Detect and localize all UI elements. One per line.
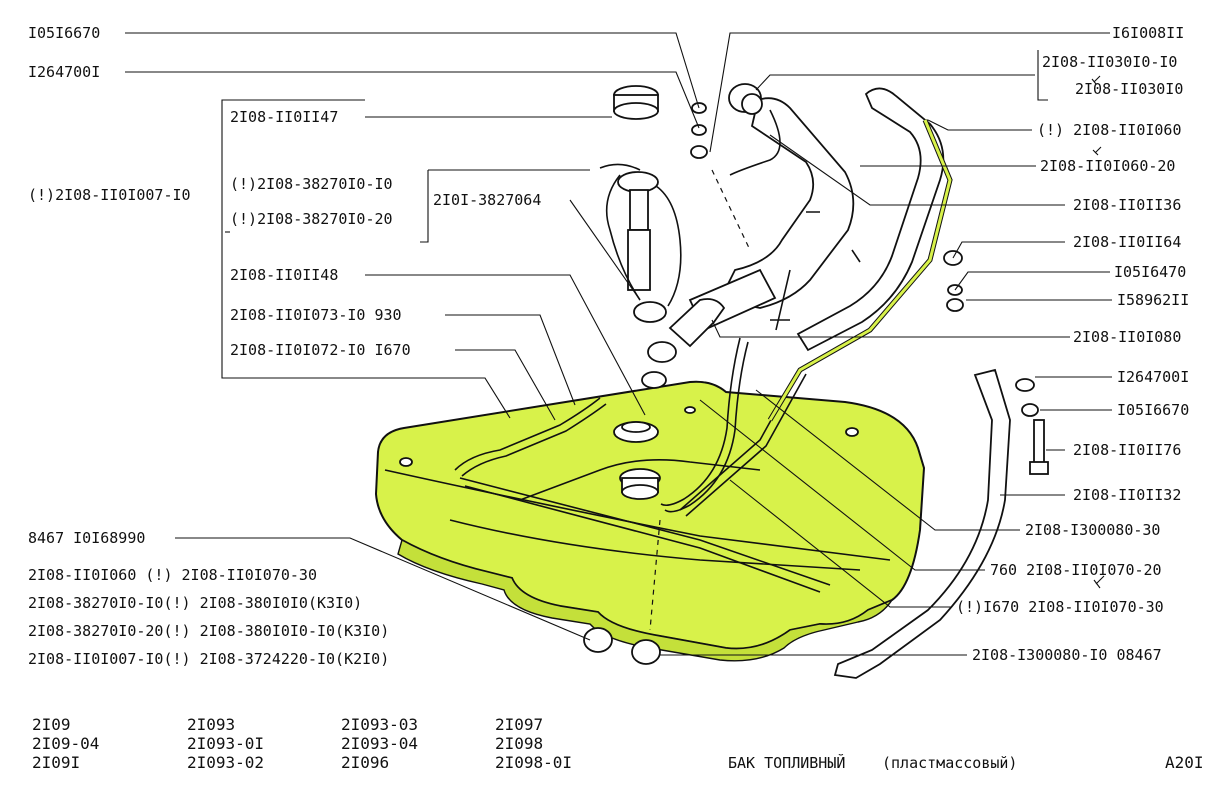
- label-2108-1101072: 2I08-II0I072-I0 I670: [230, 341, 411, 359]
- diagram-title: БАК ТОПЛИВНЫЙ: [728, 753, 845, 772]
- note-line-4: 2I08-II0I007-I0(!) 2I08-3724220-I0(К2I0): [28, 650, 389, 668]
- filler-neck-pipe: [668, 97, 861, 348]
- note-line-3: 2I08-38270I0-20(!) 2I08-380I0I0-I0(К3I0): [28, 622, 389, 640]
- model-cell: 2I093-0I: [187, 734, 264, 753]
- label-2101-3827064: 2I0I-3827064: [433, 191, 541, 209]
- label-2108-1101147: 2I08-II0II47: [230, 108, 338, 126]
- label-10516670-top: I05I6670: [28, 24, 100, 42]
- label-3827010-20: (!)2I08-38270I0-20: [230, 210, 393, 228]
- diagram-subtitle: (пластмассовый): [882, 754, 1017, 772]
- label-1670-1101070-30: (!)I670 2I08-II0I070-30: [956, 598, 1164, 616]
- assembly-line-1: [711, 169, 751, 251]
- model-cell: 2I09: [32, 715, 71, 734]
- label-1300080-10: 2I08-I300080-I0 08467: [972, 646, 1162, 664]
- model-cell: 2I093-02: [187, 753, 264, 772]
- note-line-1: 2I08-II0I060 (!) 2I08-II0I070-30: [28, 566, 317, 584]
- note-line-2: 2I08-38270I0-I0(!) 2I08-380I0I0(К3I0): [28, 594, 362, 612]
- label-760-1101070-20: 760 2I08-II0I070-20: [990, 561, 1162, 579]
- label-2108-1300080-30: 2I08-I300080-30: [1025, 521, 1160, 539]
- fuel-pump-module: [599, 163, 682, 323]
- leader-lines: [125, 32, 1112, 656]
- label-3827010-10: (!)2I08-38270I0-I0: [230, 175, 393, 193]
- part-labels: I05I6670 I264700I 2I08-II0II47 (!)2I08-I…: [28, 24, 1189, 664]
- label-2108-1103010: 2I08-II030I0: [1075, 80, 1183, 98]
- model-cell: 2I093: [187, 715, 235, 734]
- fuel-cap: [613, 85, 659, 120]
- hose-clamps: [583, 341, 677, 665]
- fuel-tank-body: [374, 380, 926, 662]
- hardware-nuts: [690, 102, 1049, 475]
- notes-block: 2I08-II0I060 (!) 2I08-II0I070-30 2I08-38…: [28, 566, 389, 668]
- label-2108-1101007-10: (!)2I08-II0I007-I0: [28, 186, 191, 204]
- label-2108-1101164: 2I08-II0II64: [1073, 233, 1181, 251]
- label-2108-1101060-20: 2I08-II0I060-20: [1040, 157, 1175, 175]
- label-10516670-right: I05I6670: [1117, 401, 1189, 419]
- vent-pipe: [767, 87, 953, 422]
- model-cell: 2I093-04: [341, 734, 418, 753]
- label-10516470: I05I6470: [1114, 263, 1186, 281]
- filler-cap: [728, 83, 781, 176]
- sheet-number: A20I: [1165, 753, 1204, 772]
- model-cell: 2I09I: [32, 753, 80, 772]
- model-cell: 2I097: [495, 715, 543, 734]
- label-2108-1101060: (!) 2I08-II0I060: [1037, 121, 1182, 139]
- model-cell: 2I09-04: [32, 734, 99, 753]
- label-2108-1101176: 2I08-II0II76: [1073, 441, 1181, 459]
- label-2108-1103010-10: 2I08-II030I0-I0: [1042, 53, 1177, 71]
- label-2108-1101080: 2I08-II0I080: [1073, 328, 1181, 346]
- tank-tubes: [454, 337, 831, 593]
- assembly-line-2: [649, 519, 661, 631]
- label-2108-1101136: 2I08-II0II36: [1073, 196, 1181, 214]
- label-2108-1101132: 2I08-II0II32: [1073, 486, 1181, 504]
- model-cell: 2I098: [495, 734, 543, 753]
- label-16100811: I6I008II: [1112, 24, 1184, 42]
- model-cell: 2I098-0I: [495, 753, 572, 772]
- models-block: 2I09 2I09-04 2I09I 2I093 2I093-0I 2I093-…: [32, 715, 572, 772]
- label-12647001-right: I264700I: [1117, 368, 1189, 386]
- label-12647001-top: I264700I: [28, 63, 100, 81]
- label-2108-1101073: 2I08-II0I073-I0 930: [230, 306, 402, 324]
- label-15896211: I58962II: [1117, 291, 1189, 309]
- model-cell: 2I096: [341, 753, 389, 772]
- tank-strap: [833, 368, 1011, 679]
- model-cell: 2I093-03: [341, 715, 418, 734]
- label-8467: 8467 I0I68990: [28, 529, 145, 547]
- label-2108-1101148: 2I08-II0II48: [230, 266, 338, 284]
